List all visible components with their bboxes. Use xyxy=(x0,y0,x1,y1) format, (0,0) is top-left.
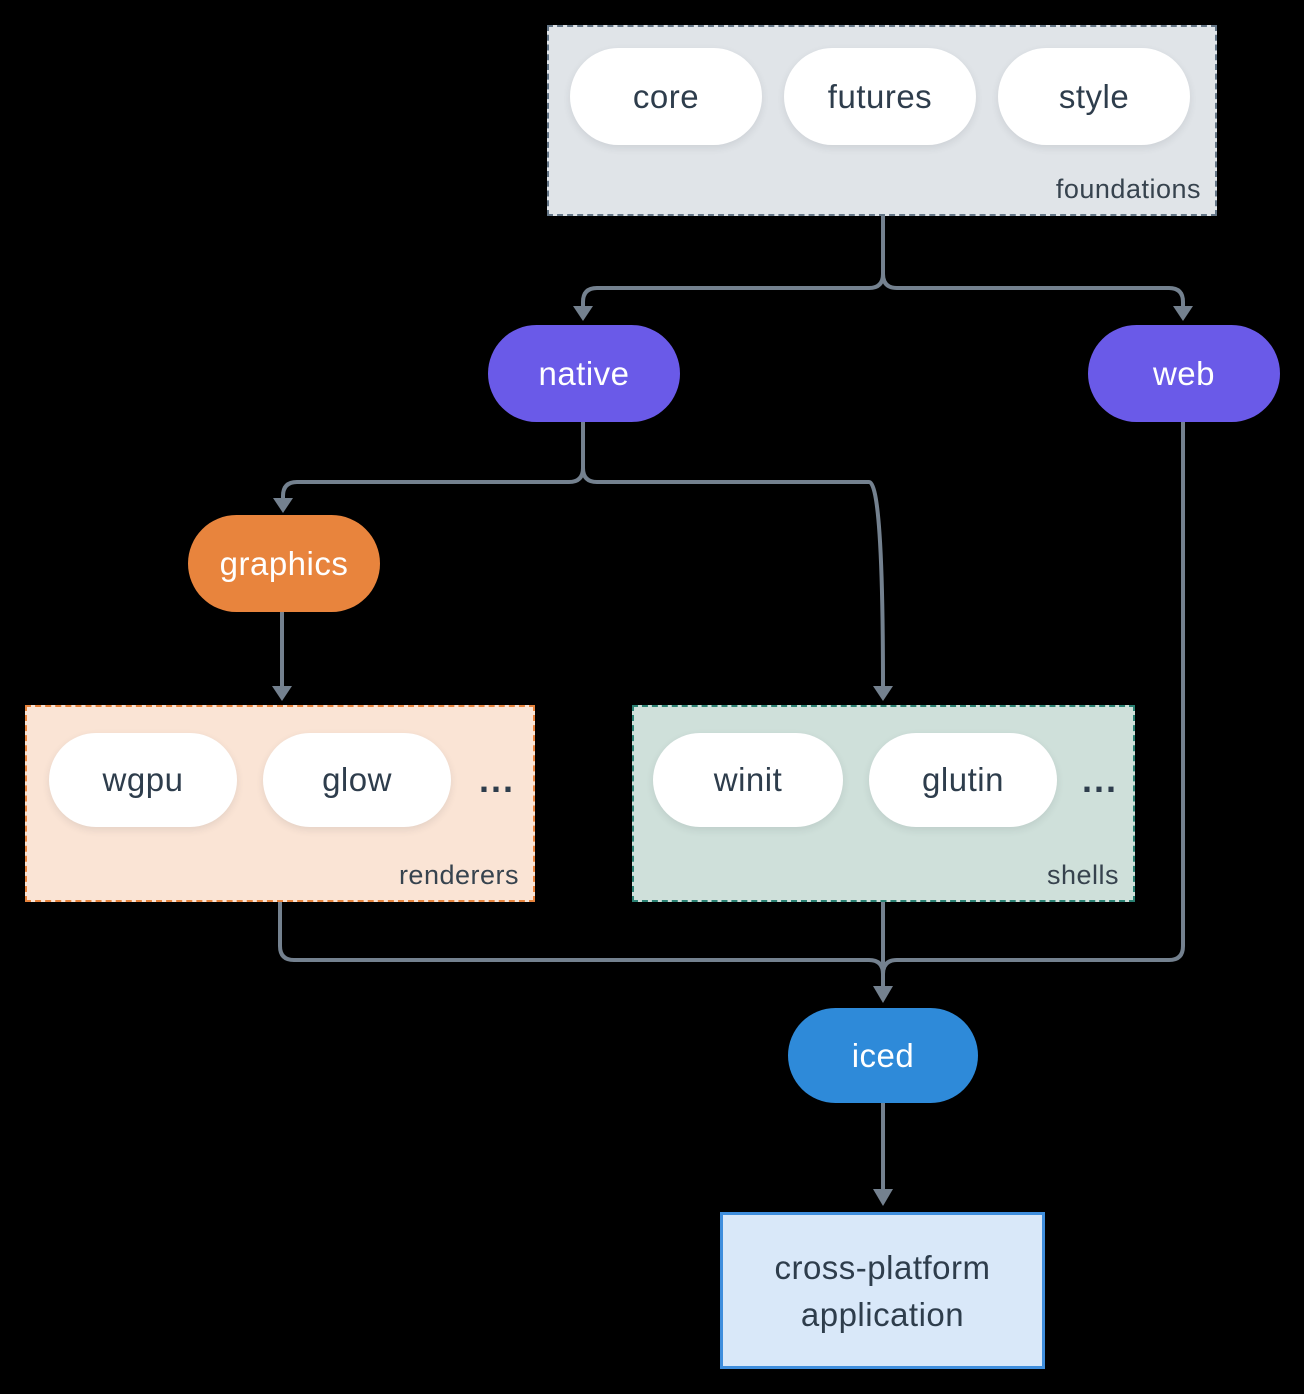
foundations-label: foundations xyxy=(1055,174,1201,204)
pill-style: style xyxy=(998,48,1190,145)
pill-wgpu: wgpu xyxy=(49,733,237,827)
application-label-line1: cross-platform xyxy=(774,1248,991,1286)
pill-graphics: graphics xyxy=(188,515,380,612)
pill-winit: winit xyxy=(653,733,843,827)
arrowhead-native xyxy=(573,306,593,321)
group-renderers: wgpu glow ... renderers xyxy=(25,705,535,902)
pill-glow: glow xyxy=(263,733,451,827)
renderers-label: renderers xyxy=(398,860,519,890)
edge-foundations-to-native xyxy=(581,216,885,308)
shells-ellipsis: ... xyxy=(1082,759,1119,800)
application-label-line2: application xyxy=(800,1295,965,1333)
pill-core: core xyxy=(570,48,762,145)
pill-glutin: glutin xyxy=(869,733,1057,827)
pill-futures: futures xyxy=(784,48,976,145)
arrowhead-renderers xyxy=(272,686,292,701)
arrowhead-iced xyxy=(873,986,893,1003)
arrowhead-graphics xyxy=(273,498,293,513)
pill-iced: iced xyxy=(788,1008,978,1103)
edge-native-to-shells xyxy=(581,467,885,689)
arrowhead-web xyxy=(1173,306,1193,321)
pill-native: native xyxy=(488,325,680,422)
shells-label: shells xyxy=(1046,860,1119,890)
group-shells: winit glutin ... shells xyxy=(632,705,1135,902)
arrowhead-application xyxy=(873,1189,893,1206)
edge-native-to-graphics xyxy=(281,422,585,500)
edge-foundations-to-web xyxy=(881,273,1185,308)
arrowhead-shells xyxy=(873,686,893,701)
application-box: cross-platform application xyxy=(720,1212,1045,1369)
group-foundations: core futures style foundations xyxy=(547,25,1217,216)
renderers-ellipsis: ... xyxy=(479,759,516,800)
pill-web: web xyxy=(1088,325,1280,422)
edge-renderers-to-iced xyxy=(278,902,885,975)
